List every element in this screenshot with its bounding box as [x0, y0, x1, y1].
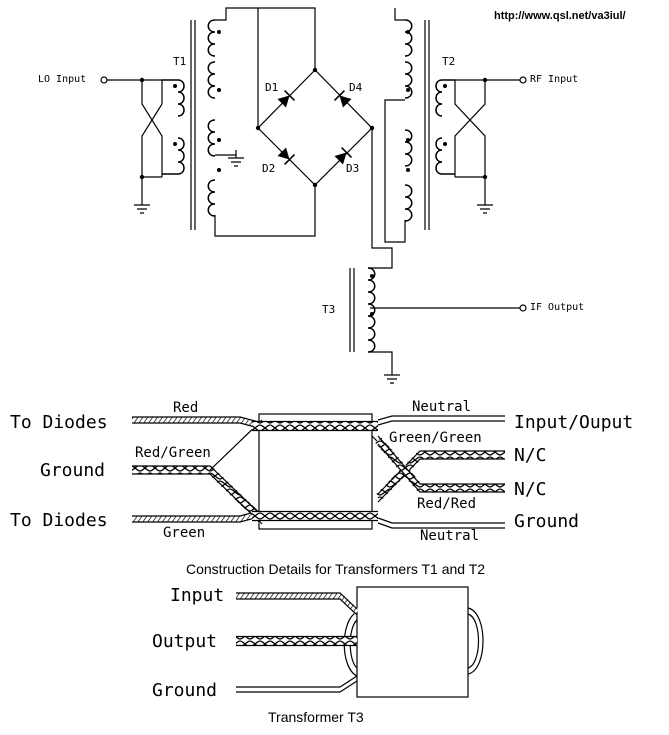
- wire-red-red-twisted: [374, 437, 505, 492]
- ground-symbol-t1: [228, 150, 244, 167]
- if-output-label: IF Output: [530, 302, 585, 313]
- ground-symbol-t3: [384, 374, 400, 384]
- schematic: [100, 7, 527, 384]
- t3-wire-ground: [236, 675, 358, 693]
- neutral-top-label: Neutral: [412, 399, 472, 415]
- red-green-label: Red/Green: [135, 445, 211, 461]
- if-output-terminal[interactable]: [519, 304, 527, 312]
- diode-ring: [255, 67, 375, 188]
- wire-neutral-bottom: [377, 517, 505, 529]
- t3-coil: [367, 267, 376, 353]
- d4-label: D4: [349, 81, 363, 94]
- t1t2-construction-detail: [132, 413, 505, 530]
- red-label: Red: [173, 400, 199, 416]
- t3-ground-label: Ground: [152, 680, 218, 701]
- diode-d3: [334, 146, 353, 165]
- t1-label: T1: [173, 55, 187, 68]
- input-output-label: Input/Ouput: [514, 412, 634, 433]
- green-green-label: Green/Green: [389, 430, 482, 446]
- t1t2-caption: Construction Details for Transformers T1…: [186, 561, 486, 577]
- t1-secondary-coil: [207, 19, 216, 217]
- t2-label: T2: [442, 55, 456, 68]
- to-diodes-bottom-label: To Diodes: [10, 510, 108, 531]
- t3-core: [349, 268, 355, 352]
- neutral-bottom-label: Neutral: [420, 528, 480, 544]
- t3-construction-detail: [236, 586, 484, 698]
- green-label: Green: [163, 525, 206, 541]
- t3-output-label: Output: [152, 631, 218, 652]
- t3-core-wrap: [467, 607, 484, 675]
- to-diodes-top-label: To Diodes: [10, 412, 108, 433]
- d1-label: D1: [265, 81, 279, 94]
- d3-label: D3: [346, 162, 360, 175]
- rf-input-label: RF Input: [530, 74, 579, 85]
- ground-symbol-lo: [134, 204, 150, 214]
- t3-core: [356, 586, 469, 698]
- ground-symbol-rf: [477, 204, 493, 214]
- source-url[interactable]: http://www.qsl.net/va3iul/: [494, 10, 626, 22]
- ground-left-label: Ground: [40, 460, 106, 481]
- nc-bottom-label: N/C: [514, 479, 547, 500]
- wire-red-green-twisted: [132, 466, 265, 523]
- lo-input-terminal[interactable]: [100, 76, 108, 84]
- t2-primary-coil: [435, 79, 455, 175]
- diode-d2: [277, 147, 296, 166]
- t1-core: [190, 20, 196, 230]
- t3-input-label: Input: [170, 585, 225, 606]
- nc-top-label: N/C: [514, 445, 547, 466]
- t2-secondary-coil: [404, 19, 413, 222]
- diode-d1: [277, 89, 296, 108]
- ground-right-label: Ground: [514, 511, 580, 532]
- t3-label: T3: [322, 303, 336, 316]
- t1-primary-coil: [162, 79, 185, 175]
- t3-wire-input: [236, 593, 360, 615]
- lo-input-label: LO Input: [38, 74, 87, 85]
- wire-green-green-twisted: [375, 451, 505, 501]
- red-red-label: Red/Red: [417, 496, 477, 512]
- d2-label: D2: [262, 162, 276, 175]
- rf-input-terminal[interactable]: [519, 76, 527, 84]
- wire-neutral-top: [377, 415, 505, 426]
- t2-core: [424, 20, 430, 230]
- t1t2-core: [258, 413, 373, 530]
- t3-caption: Transformer T3: [268, 709, 364, 725]
- diode-d4: [333, 89, 352, 108]
